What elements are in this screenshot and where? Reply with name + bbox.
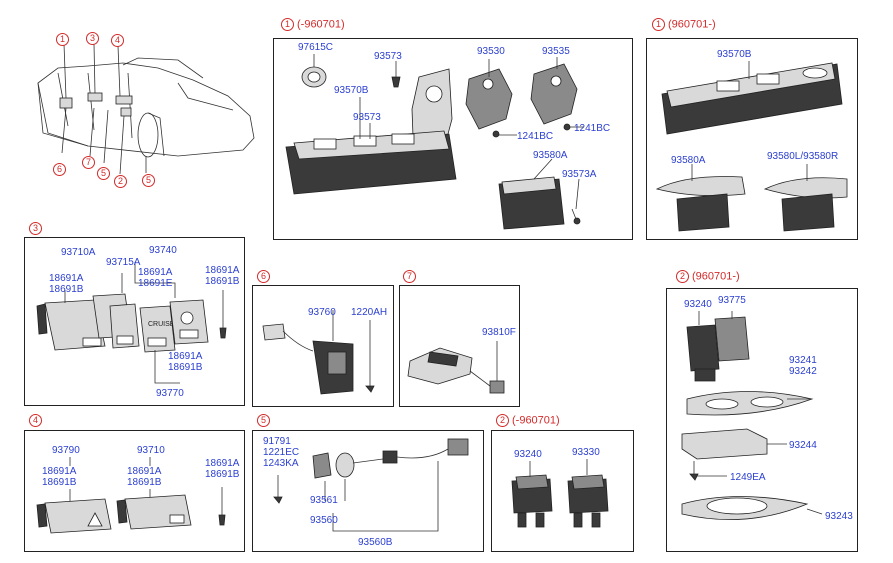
- part-93715A: 93715A: [106, 257, 141, 268]
- part-1241BC-a: 1241BC: [517, 131, 554, 142]
- part-93570B-new: 93570B: [717, 49, 752, 60]
- panel-section-2a: 93240 93330: [491, 430, 634, 552]
- car-illustration: [37, 43, 255, 175]
- part-93580A: 93580A: [533, 150, 568, 161]
- part-18691A-4b: 18691A: [127, 466, 162, 477]
- car-callout-1: 1: [56, 33, 69, 46]
- part-93530: 93530: [477, 46, 505, 57]
- part-93535: 93535: [542, 46, 570, 57]
- part-18691A-right: 18691A: [205, 265, 240, 276]
- part-1243KA: 1243KA: [263, 458, 299, 469]
- section-1a-illustration: [285, 54, 584, 230]
- part-18691A-4a: 18691A: [42, 466, 77, 477]
- part-18691A-left: 18691A: [49, 273, 84, 284]
- part-93740: 93740: [149, 245, 177, 256]
- part-18691B-right: 18691B: [205, 276, 240, 287]
- part-93240-new: 93240: [684, 299, 712, 310]
- part-18691B-bottom: 18691B: [168, 362, 203, 373]
- car-callout-3: 3: [86, 32, 99, 45]
- section-label-2b: 2(960701-): [676, 270, 740, 283]
- car-callout-5b: 5: [142, 174, 155, 187]
- part-93810F: 93810F: [482, 327, 516, 338]
- part-18691A-bottom: 18691A: [168, 351, 203, 362]
- part-18691B-4c: 18691B: [205, 469, 240, 480]
- part-18691E: 18691E: [138, 278, 173, 289]
- part-93330: 93330: [572, 447, 600, 458]
- part-18691B-left: 18691B: [49, 284, 84, 295]
- section-2b-illustration: [681, 311, 823, 520]
- car-callout-6: 6: [53, 163, 66, 176]
- section-7-illustration: [407, 341, 505, 394]
- part-93580L-93580R: 93580L/93580R: [767, 151, 839, 162]
- car-callout-4: 4: [111, 34, 124, 47]
- section-label-3: 3: [29, 222, 45, 235]
- panel-section-7: 93810F: [399, 285, 520, 407]
- section-5-illustration: [273, 438, 469, 532]
- section-label-2a: 2(-960701): [496, 414, 560, 427]
- part-93760: 93760: [308, 307, 336, 318]
- part-1241BC-b: 1241BC: [574, 123, 611, 134]
- part-18691B-4b: 18691B: [127, 477, 162, 488]
- part-97615C: 97615C: [298, 42, 334, 53]
- section-2a-illustration: [511, 459, 609, 528]
- car-callout-7: 7: [82, 156, 95, 169]
- section-label-1b: 1(960701-): [652, 18, 716, 31]
- part-93570B: 93570B: [334, 85, 369, 96]
- part-93561: 93561: [310, 495, 338, 506]
- section-label-6: 6: [257, 270, 273, 283]
- part-93244: 93244: [789, 440, 817, 451]
- part-93241: 93241: [789, 355, 817, 366]
- panel-section-4: 93790 93710 18691A 18691B 18691A 18691B …: [24, 430, 245, 552]
- part-93243: 93243: [825, 511, 853, 522]
- section-label-4: 4: [29, 414, 45, 427]
- section-label-5: 5: [257, 414, 273, 427]
- section-4-illustration: [36, 457, 226, 534]
- part-93790: 93790: [52, 445, 80, 456]
- part-93573-top: 93573: [374, 51, 402, 62]
- section-label-1a: 1(-960701): [281, 18, 345, 31]
- part-1220AH: 1220AH: [351, 307, 388, 318]
- part-93573-mid: 93573: [353, 112, 381, 123]
- part-93710A: 93710A: [61, 247, 96, 258]
- car-callout-5a: 5: [97, 167, 110, 180]
- part-18691B-4a: 18691B: [42, 477, 77, 488]
- part-18691A-top: 18691A: [138, 267, 173, 278]
- part-1221EC: 1221EC: [263, 447, 300, 458]
- part-93710: 93710: [137, 445, 165, 456]
- part-93240-old: 93240: [514, 449, 542, 460]
- part-93775: 93775: [718, 295, 746, 306]
- section-1b-illustration: [655, 61, 848, 232]
- part-93560B: 93560B: [358, 537, 393, 548]
- part-93770: 93770: [156, 388, 184, 399]
- panel-section-2b: 93240 93775 93241 93242 93244 1249EA 932…: [666, 288, 858, 552]
- section-3-illustration: CRUISE: [36, 262, 227, 384]
- panel-section-3: CRUISE 93710A 93740 93715A 18691A 18691E…: [24, 237, 245, 406]
- part-18691A-4c: 18691A: [205, 458, 240, 469]
- cruise-switch-text: CRUISE: [148, 321, 175, 328]
- panel-section-6: 93760 1220AH: [252, 285, 394, 407]
- car-callout-2: 2: [114, 175, 127, 188]
- panel-section-1b: 93570B 93580A 93580L/93580R: [646, 38, 858, 240]
- panel-section-1a: 97615C 93573 93530 93535 93570B 93573 12…: [273, 38, 633, 240]
- section-6-illustration: [262, 310, 375, 395]
- part-93242: 93242: [789, 366, 817, 377]
- part-91791: 91791: [263, 436, 291, 447]
- part-93560: 93560: [310, 515, 338, 526]
- part-1249EA: 1249EA: [730, 472, 766, 483]
- part-93580A-new: 93580A: [671, 155, 706, 166]
- panel-section-5: 91791 1221EC 1243KA 93561 93560 93560B: [252, 430, 484, 552]
- section-label-7: 7: [403, 270, 419, 283]
- part-93573A: 93573A: [562, 169, 597, 180]
